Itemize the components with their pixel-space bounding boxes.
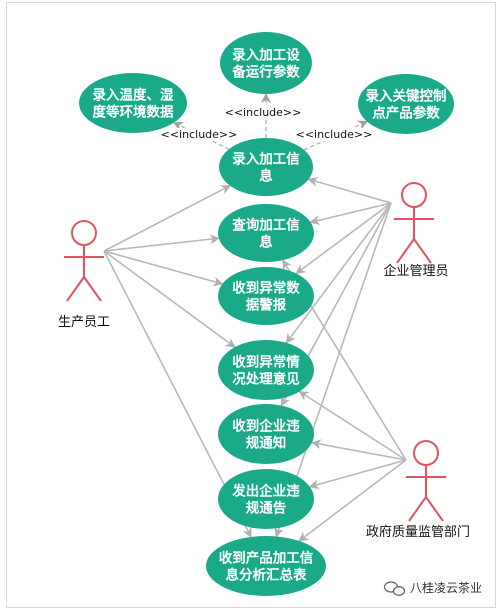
- actor-left-leg: [396, 238, 415, 264]
- use-case-label: 规通告: [246, 500, 287, 517]
- use-case-ellipse: [79, 73, 187, 133]
- actor-worker: 生产员工: [58, 220, 110, 330]
- actor-left-leg: [66, 276, 85, 302]
- use-case-label: 据警报: [246, 297, 287, 314]
- actor-right-leg: [425, 496, 444, 522]
- actor-head: [413, 440, 439, 466]
- include-label-bg: [225, 106, 301, 119]
- actor-label: 企业管理员: [383, 263, 448, 279]
- use-case-ellipse: [219, 138, 313, 196]
- use-case-label: 录入关键控制: [366, 88, 447, 105]
- use-case-label: 息分析汇总表: [226, 567, 307, 584]
- include-line-uc_keypoint: [303, 120, 368, 151]
- use-case-ellipse: [218, 204, 314, 262]
- association-worker-uc_opinion: [103, 250, 236, 348]
- actor-left-leg: [408, 496, 427, 522]
- watermark: 八桂凌云茶业: [383, 580, 482, 596]
- actor-label: 政府质量监管部门: [366, 525, 470, 540]
- use-case-label: 息: [259, 168, 273, 185]
- association-manager-uc_input: [307, 176, 392, 204]
- use-case-label: 息: [259, 234, 273, 251]
- use-case-label: 收到异常情: [232, 354, 300, 371]
- use-case-ellipse: [218, 404, 314, 464]
- association-gov-uc_violation_recv: [311, 439, 407, 461]
- use-case-label: 查询加工信: [232, 217, 300, 234]
- actor-right-leg: [413, 238, 432, 264]
- include-label: <<include>>: [161, 128, 238, 141]
- use-case-label: 录入加工设: [232, 48, 300, 64]
- watermark-text: 八桂凌云茶业: [410, 580, 482, 595]
- association-manager-uc_alarm: [295, 202, 392, 275]
- actor-head: [71, 220, 97, 246]
- association-worker-uc_alarm: [103, 250, 224, 287]
- use-case-ellipse: [218, 469, 314, 529]
- use-case-label: 收到异常数: [232, 280, 300, 297]
- use-case-label: 规通知: [246, 435, 287, 452]
- association-worker-uc_input: [103, 184, 231, 252]
- use-case-label: 备运行参数: [231, 64, 300, 81]
- use-case-label: 录入温度、湿: [93, 87, 174, 104]
- association-manager-uc_query: [309, 202, 392, 226]
- actor-gov: 政府质量监管部门: [366, 440, 470, 540]
- actor-label: 生产员工: [58, 315, 110, 330]
- include-label-bg: [296, 128, 372, 141]
- use-case-label: 度等环境数据: [93, 104, 174, 121]
- use-case-ellipse: [218, 267, 314, 325]
- actor-head: [401, 182, 427, 208]
- use-case-label: 收到产品加工信: [219, 550, 314, 567]
- actor-right-leg: [83, 276, 102, 302]
- include-label: <<include>>: [225, 106, 302, 119]
- use-case-label: 况处理意见: [232, 371, 300, 388]
- association-gov-uc_violation_send: [308, 459, 407, 490]
- use-case-label: 录入加工信: [232, 151, 300, 168]
- association-gov-uc_opinion: [298, 390, 407, 461]
- association-manager-uc_opinion: [285, 202, 392, 344]
- association-gov-uc_report: [298, 459, 407, 542]
- use-case-ellipse: [358, 74, 454, 134]
- use-case-label: 点产品参数: [372, 105, 440, 122]
- actor-manager: 企业管理员: [383, 182, 449, 279]
- use-case-label: 发出企业违: [231, 483, 300, 500]
- association-worker-uc_query: [103, 234, 220, 252]
- wechat-icon: [383, 581, 406, 596]
- use-case-ellipse: [220, 32, 312, 94]
- use-case-label: 收到企业违: [232, 418, 300, 435]
- include-label: <<include>>: [296, 128, 373, 141]
- use-case-ellipse: [218, 340, 314, 400]
- use-case-ellipse: [206, 536, 326, 596]
- include-label-bg: [161, 128, 237, 141]
